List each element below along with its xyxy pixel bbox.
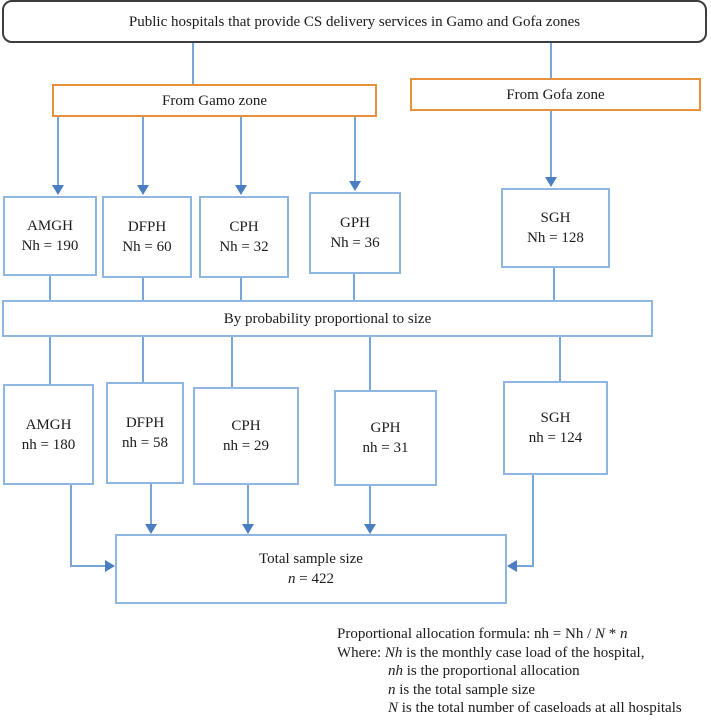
connector-sgh-to-pps [553, 268, 555, 300]
amgh-nh-sample-box: AMGH nh = 180 [3, 384, 94, 485]
total-sample-label: Total sample size [259, 551, 363, 567]
dfph-nh-name: DFPH [127, 219, 167, 235]
connector-cph-to-pps [240, 278, 242, 300]
amgh-nh-name: AMGH [27, 218, 73, 234]
connector-sgh-to-total-horizontal [517, 565, 534, 567]
pps-method-box: By probability proportional to size [2, 300, 653, 337]
sgh-sample-name: SGH [540, 410, 571, 426]
sgh-nh-name: SGH [540, 210, 571, 226]
dfph-nh-box: DFPH Nh = 60 [102, 196, 192, 278]
connector-pps-to-amgh [49, 337, 51, 384]
gofa-zone-box: From Gofa zone [410, 78, 701, 111]
gph-nh-name: GPH [339, 215, 370, 231]
total-sample-value: n = 422 [288, 571, 334, 587]
cph-nh-name: CPH [229, 219, 259, 235]
gamo-zone-box: From Gamo zone [52, 84, 377, 117]
gamo-zone-label: From Gamo zone [162, 92, 267, 109]
connector-amgh-to-total-horizontal [70, 565, 105, 567]
note-n-cap: N is the total number of caseloads at al… [388, 700, 682, 717]
arrowhead-gph-to-total [364, 524, 376, 534]
arrowhead-amgh-to-total [105, 560, 115, 572]
connector-pps-to-gph [369, 337, 371, 390]
gph-nh-sample-box: GPH nh = 31 [334, 390, 437, 486]
note-formula: Proportional allocation formula: nh = Nh… [337, 626, 628, 642]
connector-gamo-to-gph [354, 117, 356, 181]
source-population-label: Public hospitals that provide CS deliver… [128, 13, 581, 30]
amgh-nh-box: AMGH Nh = 190 [3, 196, 97, 276]
source-population-box: Public hospitals that provide CS deliver… [2, 0, 707, 43]
connector-amgh-to-pps [49, 276, 51, 300]
connector-pps-to-cph [231, 337, 233, 387]
connector-amgh-to-total-vertical [70, 485, 72, 567]
gph-sample-value: nh = 31 [362, 440, 409, 456]
connector-title-to-gofa [550, 43, 552, 78]
dfph-nh-sample-box: DFPH nh = 58 [106, 382, 184, 484]
cph-sample-name: CPH [231, 418, 261, 434]
arrowhead-to-gph-nh [349, 181, 361, 191]
connector-cph-to-total [247, 485, 249, 524]
total-sample-box: Total sample size n = 422 [115, 534, 507, 604]
arrowhead-to-dfph-nh [137, 185, 149, 195]
connector-title-to-gamo [192, 43, 194, 84]
cph-nh-box: CPH Nh = 32 [199, 196, 289, 278]
gofa-zone-label: From Gofa zone [506, 86, 605, 103]
note-n-lower: n is the total sample size [388, 681, 536, 698]
gph-nh-value: Nh = 36 [330, 235, 380, 251]
connector-gph-to-total [369, 486, 371, 524]
connector-gph-to-pps [353, 274, 355, 300]
gph-nh-box: GPH Nh = 36 [309, 192, 401, 274]
pps-method-label: By probability proportional to size [223, 310, 432, 327]
connector-gamo-to-dfph [142, 117, 144, 185]
connector-gamo-to-amgh [57, 117, 59, 185]
note-where-nh-cap: Where: Nh is the monthly case load of th… [337, 644, 645, 661]
connector-dfph-to-pps [142, 278, 144, 300]
connector-gofa-to-sgh [550, 111, 552, 177]
arrowhead-to-cph-nh [235, 185, 247, 195]
amgh-nh-value: Nh = 190 [21, 238, 79, 254]
arrowhead-cph-to-total [242, 524, 254, 534]
gph-sample-name: GPH [370, 420, 401, 436]
sgh-nh-sample-box: SGH nh = 124 [503, 381, 608, 475]
note-nh-lower: nh is the proportional allocation [388, 663, 580, 680]
sgh-nh-box: SGH Nh = 128 [501, 188, 610, 268]
dfph-sample-name: DFPH [125, 415, 165, 431]
dfph-nh-value: Nh = 60 [122, 239, 172, 255]
dfph-sample-value: nh = 58 [122, 435, 168, 451]
connector-sgh-to-total-vertical [532, 475, 534, 567]
connector-pps-to-dfph [142, 337, 144, 382]
sgh-sample-value: nh = 124 [528, 430, 583, 446]
arrowhead-dfph-to-total [145, 524, 157, 534]
amgh-sample-name: AMGH [25, 416, 72, 433]
connector-gamo-to-cph [240, 117, 242, 185]
sgh-nh-value: Nh = 128 [527, 230, 584, 246]
connector-dfph-to-total [150, 484, 152, 524]
cph-nh-value: Nh = 32 [219, 239, 269, 255]
cph-nh-sample-box: CPH nh = 29 [193, 387, 299, 485]
amgh-sample-value: nh = 180 [21, 436, 76, 453]
allocation-formula-notes: Proportional allocation formula: nh = Nh… [337, 625, 682, 718]
connector-pps-to-sgh [559, 337, 561, 381]
arrowhead-sgh-to-total [507, 560, 517, 572]
arrowhead-to-sgh-nh [545, 177, 557, 187]
cph-sample-value: nh = 29 [223, 438, 269, 454]
arrowhead-to-amgh-nh [52, 185, 64, 195]
